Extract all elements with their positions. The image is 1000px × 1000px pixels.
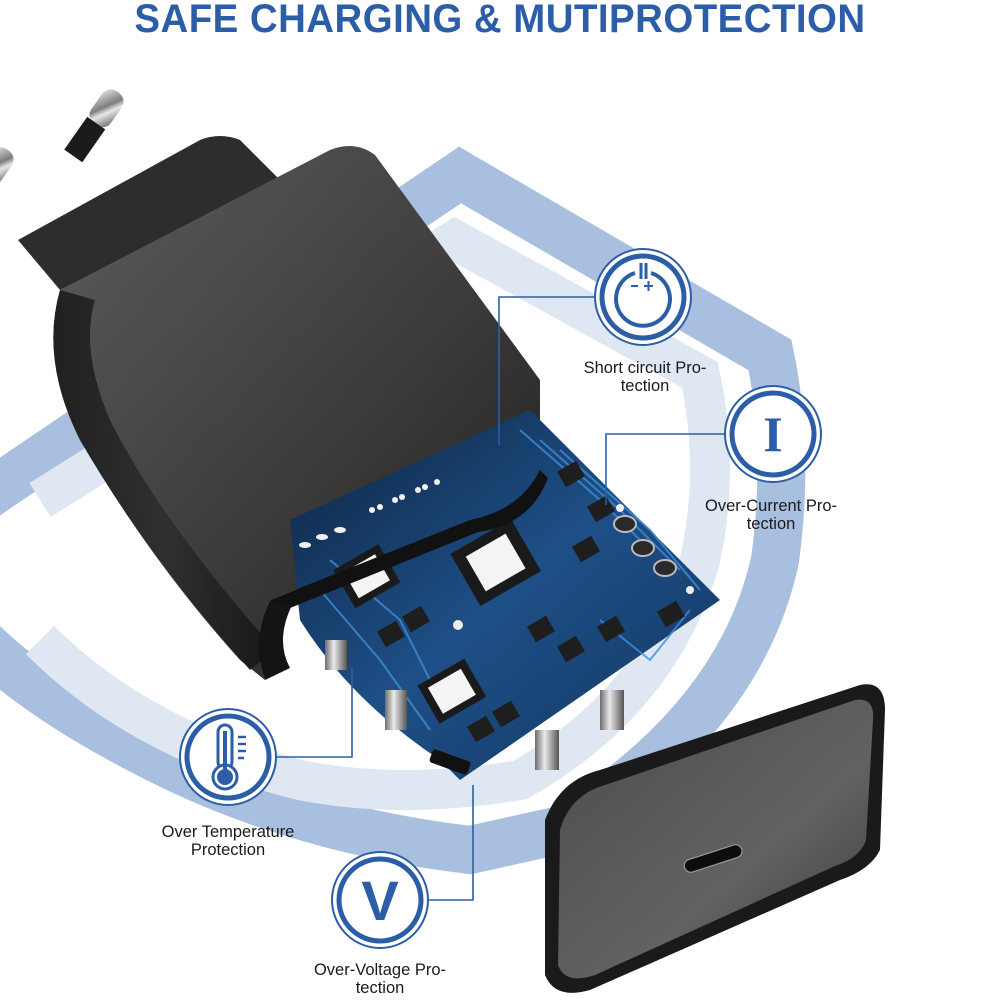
svg-text:I: I: [763, 406, 782, 462]
svg-text:V: V: [361, 869, 398, 932]
label-over-current: Over-Current Pro- tection: [704, 497, 838, 533]
label-over-temperature: Over Temperature Protection: [161, 823, 295, 859]
thermometer-icon: [179, 708, 277, 806]
over-voltage-icon: V: [331, 851, 429, 949]
short-circuit-icon: [594, 248, 692, 346]
label-over-voltage: Over-Voltage Pro- tection: [313, 961, 447, 997]
charger-back: [18, 136, 280, 290]
charger-end-cap: [545, 684, 885, 993]
usb-c-port-icon: [683, 844, 743, 873]
over-current-icon: I: [724, 385, 822, 483]
callout-lines: [276, 296, 725, 901]
page-title: SAFE CHARGING & MUTIPROTECTION: [134, 0, 866, 41]
label-short-circuit: Short circuit Pro- tection: [583, 359, 707, 395]
plug-pins: [0, 89, 124, 186]
